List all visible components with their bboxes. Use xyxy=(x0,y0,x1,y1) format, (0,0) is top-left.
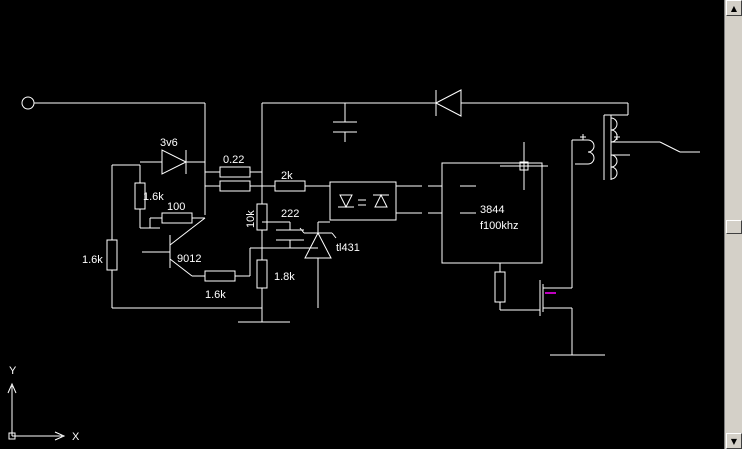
scroll-up-icon: ▲ xyxy=(730,3,738,13)
label-r-100: 100 xyxy=(167,201,185,213)
mosfet-switch xyxy=(539,280,573,355)
label-r-1-6k-left: 1.6k xyxy=(82,254,103,266)
resistor-1-8k xyxy=(256,259,268,289)
resistor-gate xyxy=(494,271,506,303)
label-r-2k: 2k xyxy=(281,170,293,182)
transformer xyxy=(575,115,700,180)
ucs-y-label: Y xyxy=(9,365,17,377)
resistor-10k xyxy=(256,203,268,231)
label-c-222: 222 xyxy=(281,208,299,220)
tl431-reference xyxy=(299,222,337,308)
resistor-2k xyxy=(274,180,306,192)
scroll-down-icon: ▼ xyxy=(730,436,738,446)
scroll-up-button[interactable]: ▲ xyxy=(726,0,742,16)
label-transistor: 9012 xyxy=(177,253,201,265)
resistor-1-6k-left xyxy=(106,239,118,271)
resistor-0-22 xyxy=(219,166,251,192)
uc3844-ic xyxy=(441,162,543,264)
ucs-icon xyxy=(7,382,66,441)
optocoupler xyxy=(329,181,397,221)
label-r-10k: 10k xyxy=(245,210,257,228)
rectifier-diode xyxy=(422,89,628,117)
resistor-1-6k-bottom xyxy=(204,270,236,282)
scroll-thumb[interactable] xyxy=(726,220,742,234)
label-zener: 3v6 xyxy=(160,137,178,149)
zener-diode-3v6 xyxy=(140,149,205,175)
label-r-0-22: 0.22 xyxy=(223,154,244,166)
crosshair-cursor-icon xyxy=(500,142,548,190)
schematic-drawing: 3v6 0.22 1.6k 100 2k 10k 222 tl431 9012 … xyxy=(7,89,700,443)
bulk-capacitor xyxy=(333,103,357,142)
polarity-marks xyxy=(580,134,620,140)
vertical-scrollbar[interactable]: ▲ ▼ xyxy=(724,0,742,449)
input-terminal xyxy=(21,96,35,110)
label-ic-name: 3844 xyxy=(480,204,504,216)
label-r-1-8k: 1.8k xyxy=(274,271,295,283)
resistor-100 xyxy=(161,212,193,224)
label-ic-freq: f100khz xyxy=(480,220,519,232)
capacitor-222 xyxy=(262,221,304,248)
label-r-1-6k-upper: 1.6k xyxy=(143,191,164,203)
ucs-x-label: X xyxy=(72,431,80,443)
label-tl431: tl431 xyxy=(336,242,360,254)
label-r-1-6k-bottom: 1.6k xyxy=(205,289,226,301)
scroll-down-button[interactable]: ▼ xyxy=(726,433,742,449)
transistor-9012 xyxy=(142,217,206,277)
